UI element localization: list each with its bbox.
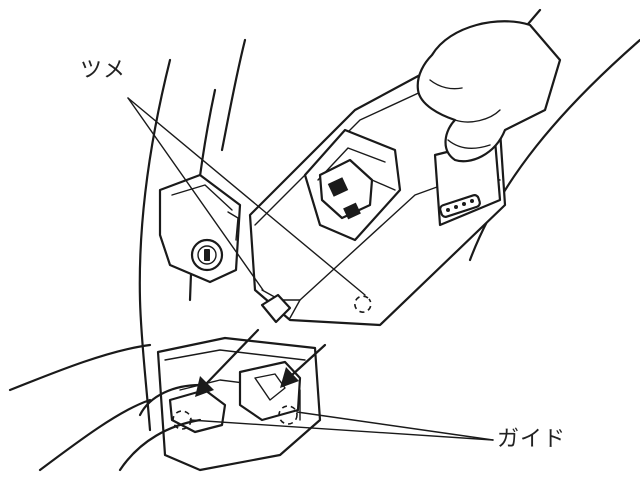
callout-guide: ガイド <box>497 427 567 452</box>
callout-tsume: ツメ <box>80 58 127 83</box>
lock-housing <box>158 173 242 284</box>
battery-mount <box>118 336 322 472</box>
hand <box>416 20 562 163</box>
insertion-arrows <box>195 328 327 397</box>
charge-indicator-icon <box>439 194 481 218</box>
callout-leaders <box>127 97 494 441</box>
guide-marker-right <box>278 405 298 425</box>
battery-pack <box>248 73 507 327</box>
